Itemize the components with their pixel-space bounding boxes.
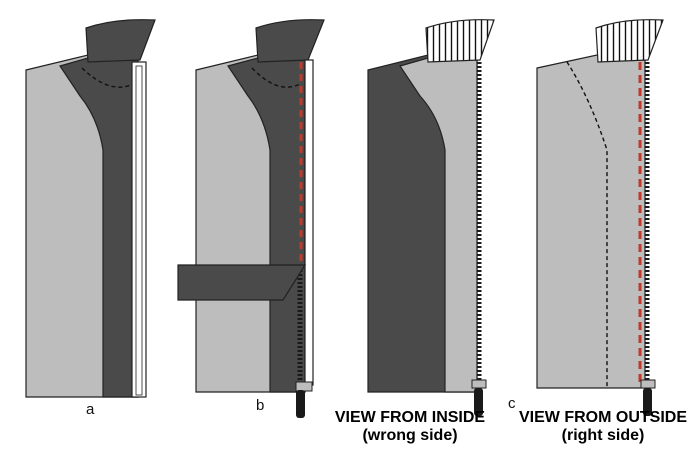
- panel-c-inside: [367, 19, 495, 416]
- label-a: a: [86, 401, 95, 418]
- panel-c-inside-facing: [399, 57, 478, 393]
- panel-c-outside-zipper-pull: [643, 388, 652, 416]
- panel-a-collar: [85, 19, 156, 63]
- panel-c-inside-collar: [425, 19, 495, 63]
- panel-b-zipper-stop: [295, 381, 313, 392]
- caption-view-from-inside: VIEW FROM INSIDE (wrong side): [322, 409, 498, 445]
- panel-b-zipper-pull: [296, 390, 305, 418]
- panel-c-inside-zipper-pull: [474, 388, 483, 416]
- label-c: c: [508, 395, 516, 412]
- panel-a-collar-stitch: [81, 67, 134, 88]
- label-b: b: [256, 397, 265, 414]
- caption-outside-line1: VIEW FROM OUTSIDE: [519, 409, 687, 426]
- panel-b-collar: [255, 19, 325, 63]
- panel-b-zipper-tape: [304, 59, 314, 386]
- caption-outside-line2: (right side): [561, 427, 645, 444]
- caption-inside-line2: (wrong side): [362, 427, 458, 444]
- panel-c-inside-zipper-stop: [471, 379, 487, 389]
- panel-c-outside-facing-stitch: [566, 61, 608, 388]
- panel-c-outside: [536, 19, 664, 416]
- caption-inside-line1: VIEW FROM INSIDE: [334, 409, 486, 426]
- panel-a: [25, 19, 156, 398]
- panel-b-collar-stitch: [251, 67, 301, 88]
- panel-c-outside-collar: [595, 19, 664, 63]
- panel-c-outside-zipper-stop: [640, 379, 656, 389]
- caption-view-from-outside: VIEW FROM OUTSIDE (right side): [512, 409, 694, 445]
- panel-b-folded-facing: [177, 264, 307, 301]
- panel-a-zipper-inner: [135, 65, 143, 396]
- panel-c-outside-body: [536, 54, 646, 389]
- panel-b: [177, 19, 325, 418]
